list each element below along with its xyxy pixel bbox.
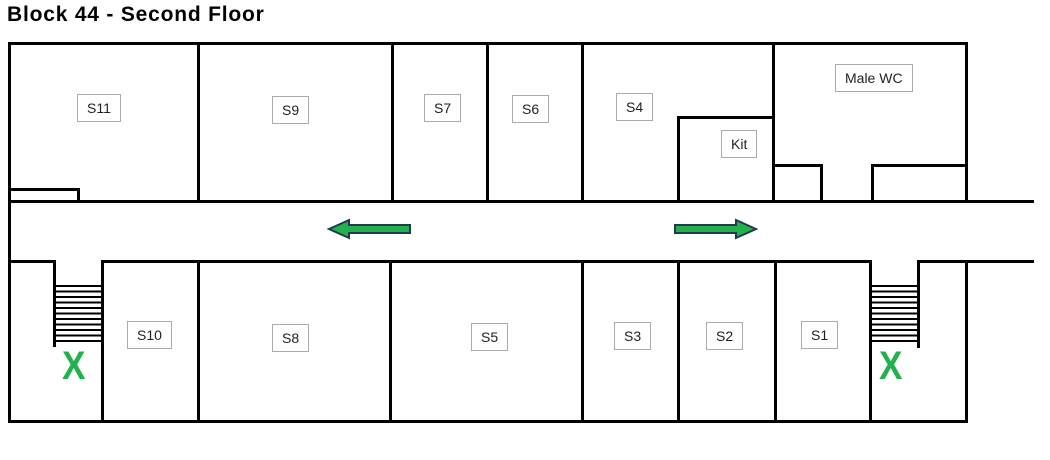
wall-divider-s9-s7 bbox=[391, 42, 394, 203]
staircase-hatch-right bbox=[872, 285, 917, 342]
wall-stair-left-side bbox=[53, 260, 56, 347]
wall-divider-s2-s1 bbox=[774, 260, 777, 423]
room-label-s7: S7 bbox=[424, 94, 462, 122]
wall-kit-left bbox=[677, 116, 680, 203]
wall-right-outer-top bbox=[965, 42, 968, 203]
wall-corridor-bottom-middle bbox=[101, 260, 872, 263]
wall-right-outer-bottom bbox=[965, 260, 968, 423]
wall-divider-s7-s6 bbox=[486, 42, 489, 203]
wall-s11-notch-top bbox=[8, 188, 80, 191]
wall-left-outer bbox=[8, 42, 11, 423]
room-label-s1: S1 bbox=[801, 321, 839, 349]
exit-marker-right: X bbox=[879, 344, 903, 388]
room-label-s3: S3 bbox=[614, 322, 652, 350]
floor-title: Block 44 - Second Floor bbox=[7, 3, 265, 26]
wall-wc-stub-right-top bbox=[871, 164, 968, 167]
wall-corridor-bottom-right bbox=[917, 260, 1034, 263]
wall-corridor-top bbox=[8, 200, 1034, 203]
wall-wc-stub-left-side bbox=[820, 164, 823, 203]
wall-s11-notch-right bbox=[77, 188, 80, 203]
room-label-kit: Kit bbox=[721, 130, 758, 158]
wall-wc-stub-right-side bbox=[871, 164, 874, 203]
exit-marker-left: X bbox=[62, 344, 86, 388]
wall-divider-s10-s8 bbox=[197, 260, 200, 423]
wall-corridor-bottom-left bbox=[8, 260, 56, 263]
wall-divider-s6-s4 bbox=[581, 42, 584, 203]
room-label-s5: S5 bbox=[471, 323, 509, 351]
room-label-s2: S2 bbox=[706, 322, 744, 350]
room-label-s11: S11 bbox=[77, 94, 121, 122]
wall-divider-s5-s3 bbox=[581, 260, 584, 423]
wall-divider-s8-s5 bbox=[389, 260, 392, 423]
wall-divider-s11-s9 bbox=[197, 42, 200, 203]
wall-divider-stair-s10 bbox=[101, 260, 104, 423]
room-label-s6: S6 bbox=[512, 95, 550, 123]
room-label-s4: S4 bbox=[616, 93, 654, 121]
wall-divider-s4-malewc bbox=[772, 42, 775, 203]
wall-bottom-outer bbox=[8, 420, 968, 423]
direction-arrow-left-icon bbox=[327, 218, 411, 240]
wall-divider-s1-stair bbox=[869, 260, 872, 423]
staircase-hatch-left bbox=[56, 285, 101, 342]
wall-kit-top bbox=[677, 116, 775, 119]
room-label-s8: S8 bbox=[272, 324, 310, 352]
room-label-male-wc: Male WC bbox=[835, 64, 913, 92]
wall-wc-stub-left-top bbox=[772, 164, 823, 167]
room-label-s9: S9 bbox=[272, 96, 310, 124]
room-label-s10: S10 bbox=[127, 321, 172, 349]
wall-stair-right-side bbox=[917, 260, 920, 348]
direction-arrow-right-icon bbox=[674, 218, 758, 240]
wall-divider-s3-s2 bbox=[677, 260, 680, 423]
